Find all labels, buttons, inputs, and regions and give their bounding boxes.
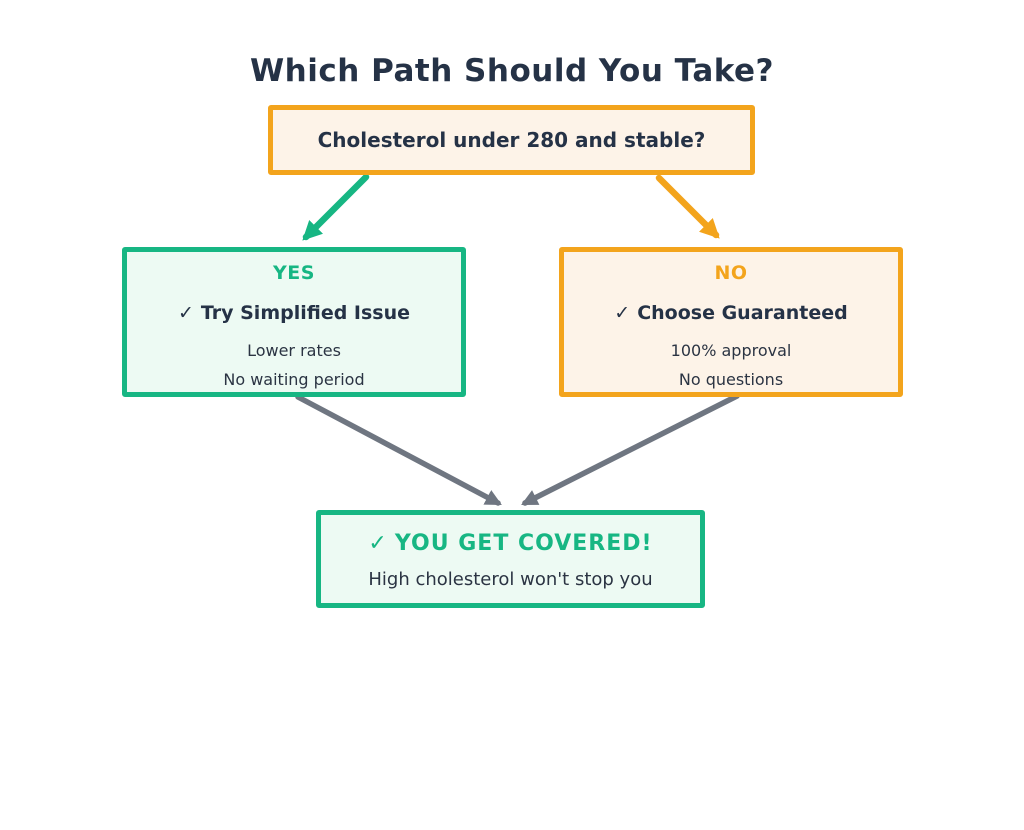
yes-label: YES bbox=[273, 262, 315, 284]
check-icon: ✓ bbox=[368, 531, 388, 556]
no-heading-text: Choose Guaranteed bbox=[637, 302, 848, 324]
no-detail-item: 100% approval bbox=[670, 341, 792, 360]
decision-box: Cholesterol under 280 and stable? bbox=[268, 105, 755, 175]
no-branch-box: NO ✓ Choose Guaranteed 100% approval No q… bbox=[559, 247, 903, 397]
outcome-box: ✓YOU GET COVERED! High cholesterol won't… bbox=[316, 510, 705, 608]
decision-question: Cholesterol under 280 and stable? bbox=[317, 128, 706, 152]
yes-to-outcome-arrow bbox=[295, 394, 502, 506]
no-arrow bbox=[655, 174, 720, 239]
yes-details: Lower rates No waiting period bbox=[127, 336, 461, 394]
check-icon: ✓ bbox=[614, 302, 631, 324]
no-detail-item: No questions bbox=[678, 370, 784, 389]
no-to-outcome-arrow bbox=[521, 393, 740, 506]
yes-arrow bbox=[302, 173, 370, 241]
outcome-heading: ✓YOU GET COVERED! bbox=[321, 529, 700, 559]
yes-detail-item: Lower rates bbox=[247, 341, 341, 360]
yes-detail-item: No waiting period bbox=[223, 370, 365, 389]
page-title: Which Path Should You Take? bbox=[249, 53, 775, 89]
outcome-subtext: High cholesterol won't stop you bbox=[368, 569, 653, 590]
yes-heading: ✓ Try Simplified Issue bbox=[127, 302, 461, 324]
yes-heading-text: Try Simplified Issue bbox=[200, 302, 411, 324]
no-label: NO bbox=[714, 262, 748, 284]
no-heading: ✓ Choose Guaranteed bbox=[564, 302, 898, 324]
outcome-heading-text: YOU GET COVERED! bbox=[394, 531, 653, 556]
no-details: 100% approval No questions bbox=[564, 336, 898, 394]
check-icon: ✓ bbox=[177, 302, 194, 324]
yes-branch-box: YES ✓ Try Simplified Issue Lower rates No… bbox=[122, 247, 466, 397]
